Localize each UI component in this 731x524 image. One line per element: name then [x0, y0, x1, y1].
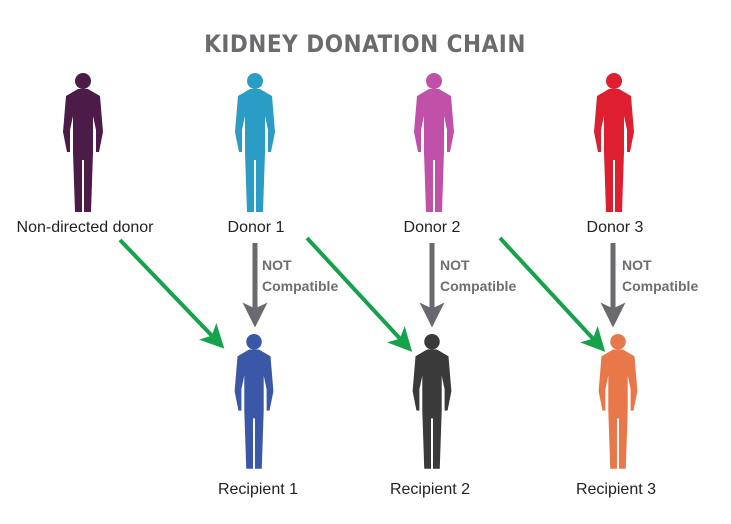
not-compatible-label: Compatible: [262, 278, 338, 294]
not-compatible-label: NOT: [440, 257, 470, 273]
recipient-3-label: Recipient 3: [576, 481, 656, 498]
recipient-1-figure: [234, 333, 274, 469]
recipient-1-label: Recipient 1: [218, 481, 298, 498]
recipient-3-figure: [598, 333, 638, 469]
recipient-2-label: Recipient 2: [390, 481, 470, 498]
not-compatible-label: Compatible: [622, 278, 698, 294]
not-compatible-label: NOT: [622, 257, 652, 273]
compatible-arrow: [498, 236, 606, 352]
donor-1-figure: [235, 73, 275, 212]
non-directed-donor-label: Non-directed donor: [17, 219, 155, 236]
non-directed-donor-figure: [63, 73, 103, 212]
not-compatible-label: NOT: [262, 257, 292, 273]
compatible-arrow: [305, 236, 413, 352]
diagram-title: KIDNEY DONATION CHAIN: [204, 30, 526, 58]
donor-3-figure: [594, 73, 634, 212]
not-compatible-label: Compatible: [440, 278, 516, 294]
donor-1-label: Donor 1: [228, 219, 285, 236]
recipient-2-figure: [412, 333, 452, 469]
donor-2-figure: [414, 73, 454, 212]
compatible-arrow: [118, 238, 225, 349]
donor-2-label: Donor 2: [404, 219, 461, 236]
donor-3-label: Donor 3: [587, 219, 644, 236]
